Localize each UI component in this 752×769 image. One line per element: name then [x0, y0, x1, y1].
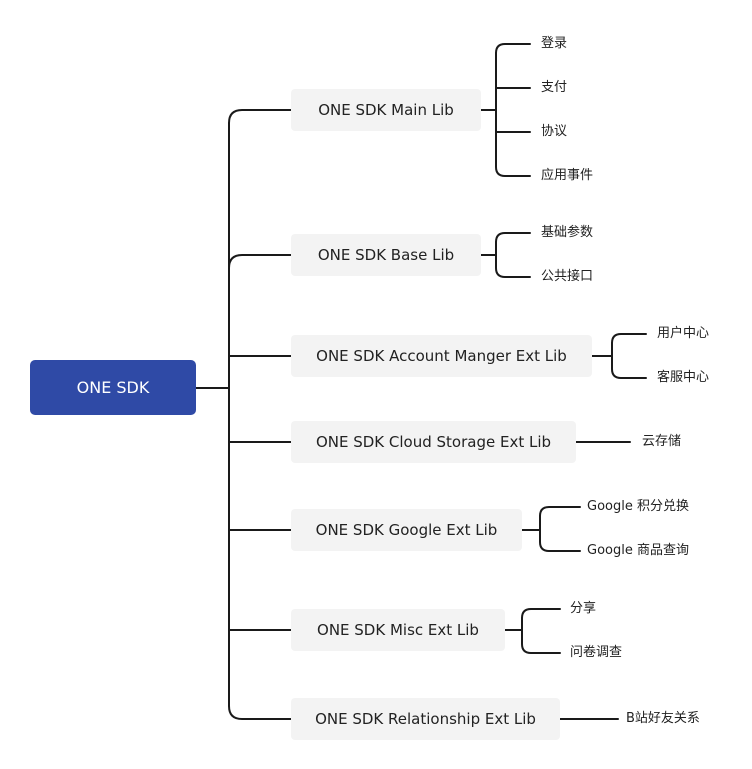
leaf-share: 分享 — [570, 601, 597, 616]
leaf-google-products: Google 商品查询 — [587, 543, 689, 558]
module-label: ONE SDK Account Manger Ext Lib — [316, 347, 567, 365]
leaf-public-api: 公共接口 — [541, 269, 594, 284]
root-label: ONE SDK — [76, 378, 150, 397]
module-label: ONE SDK Main Lib — [318, 101, 454, 119]
leaf-app-events: 应用事件 — [541, 168, 594, 183]
leaf-service-center: 客服中心 — [657, 370, 710, 385]
root-node: ONE SDK — [30, 360, 196, 415]
module-label: ONE SDK Base Lib — [317, 246, 455, 264]
module-label: ONE SDK Misc Ext Lib — [317, 621, 479, 639]
leaf-payment: 支付 — [541, 80, 568, 95]
module-label: ONE SDK Cloud Storage Ext Lib — [315, 433, 552, 451]
module-label: ONE SDK Google Ext Lib — [315, 521, 498, 539]
module-label: ONE SDK Relationship Ext Lib — [315, 710, 536, 728]
module-cloud-storage-ext-lib: ONE SDK Cloud Storage Ext Lib — [291, 421, 576, 463]
module-account-manger-ext-lib: ONE SDK Account Manger Ext Lib — [291, 335, 592, 377]
module-relationship-ext-lib: ONE SDK Relationship Ext Lib — [291, 698, 560, 740]
module-base-lib: ONE SDK Base Lib — [291, 234, 481, 276]
leaf-google-points: Google 积分兑换 — [587, 499, 689, 514]
leaf-cloud-storage: 云存储 — [642, 434, 682, 449]
leaf-survey: 问卷调查 — [570, 645, 623, 660]
module-misc-ext-lib: ONE SDK Misc Ext Lib — [291, 609, 505, 651]
leaf-user-center: 用户中心 — [657, 326, 710, 341]
module-main-lib: ONE SDK Main Lib — [291, 89, 481, 131]
leaf-base-params: 基础参数 — [541, 225, 594, 240]
leaf-login: 登录 — [541, 36, 568, 51]
module-google-ext-lib: ONE SDK Google Ext Lib — [291, 509, 522, 551]
leaf-agreement: 协议 — [541, 124, 568, 139]
leaf-bilibili-friends: B站好友关系 — [626, 711, 700, 726]
